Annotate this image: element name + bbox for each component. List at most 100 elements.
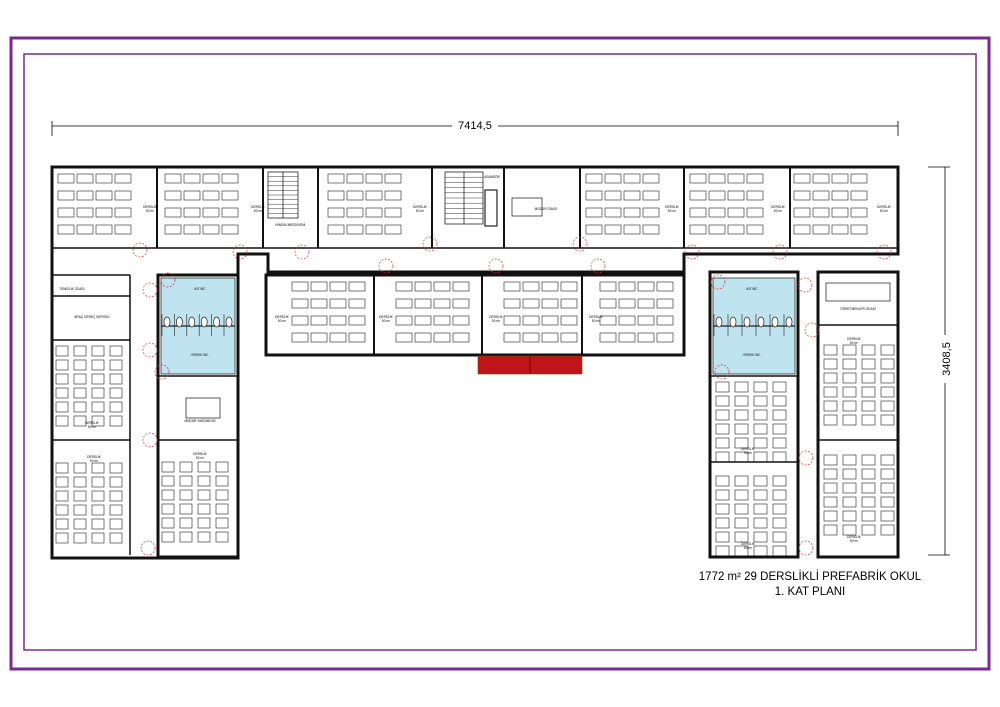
student-desk bbox=[114, 224, 132, 235]
student-desk bbox=[734, 423, 749, 435]
student-desk bbox=[414, 332, 432, 343]
student-desk bbox=[708, 173, 726, 184]
student-desk bbox=[753, 395, 768, 407]
student-desk bbox=[215, 489, 229, 501]
student-desk bbox=[861, 400, 876, 412]
student-desk bbox=[753, 381, 768, 393]
student-desk bbox=[73, 387, 87, 399]
student-desk bbox=[310, 298, 328, 309]
student-desk bbox=[503, 298, 521, 309]
student-desk bbox=[842, 468, 857, 480]
student-desk bbox=[365, 173, 383, 184]
student-desk bbox=[585, 207, 603, 218]
teachers-table bbox=[825, 282, 891, 302]
student-desk bbox=[599, 298, 617, 309]
student-desk bbox=[384, 224, 402, 235]
student-desk bbox=[823, 400, 838, 412]
student-desk bbox=[541, 332, 559, 343]
student-desk bbox=[861, 524, 876, 536]
student-desk bbox=[656, 298, 674, 309]
student-desk bbox=[91, 415, 105, 427]
student-desk bbox=[727, 190, 745, 201]
student-desk bbox=[179, 531, 193, 543]
room-label-teachers_room: ÖĞRETMENLER ODASI bbox=[840, 306, 876, 311]
width-dimension-label: 7414,5 bbox=[458, 120, 492, 132]
student-desk bbox=[772, 503, 787, 515]
plan-subtitle: 1. KAT PLANI bbox=[774, 586, 846, 598]
student-desk bbox=[715, 423, 730, 435]
student-desk bbox=[842, 524, 857, 536]
student-desk bbox=[452, 332, 470, 343]
student-desk bbox=[161, 531, 175, 543]
student-desk bbox=[541, 281, 559, 292]
width-dimension: 7414,5 bbox=[51, 119, 899, 136]
student-desk bbox=[715, 437, 730, 449]
student-desk bbox=[291, 332, 309, 343]
room-area-label: 50 m² bbox=[492, 319, 500, 323]
student-desk bbox=[179, 503, 193, 515]
student-desk bbox=[348, 315, 366, 326]
student-desk bbox=[414, 315, 432, 326]
student-desk bbox=[55, 345, 69, 357]
student-desk bbox=[76, 224, 94, 235]
student-desk bbox=[746, 173, 764, 184]
student-desk bbox=[734, 489, 749, 501]
student-desk bbox=[831, 173, 849, 184]
student-desk bbox=[772, 531, 787, 543]
student-desk bbox=[433, 281, 451, 292]
student-desk bbox=[842, 482, 857, 494]
student-desk bbox=[637, 298, 655, 309]
wc-fixture bbox=[200, 316, 208, 328]
room-label-toilet_wc: KIZ WC bbox=[746, 287, 758, 291]
student-desk bbox=[179, 475, 193, 487]
student-desk bbox=[76, 207, 94, 218]
door-swing bbox=[590, 258, 606, 274]
student-desk bbox=[753, 437, 768, 449]
student-desk bbox=[95, 173, 113, 184]
student-desk bbox=[164, 190, 182, 201]
student-desk bbox=[708, 190, 726, 201]
room-label-classroom: DERSLİK bbox=[741, 541, 756, 546]
student-desk bbox=[772, 437, 787, 449]
student-desk bbox=[109, 462, 123, 474]
student-desk bbox=[772, 545, 787, 557]
student-desk bbox=[221, 207, 239, 218]
student-desk bbox=[842, 454, 857, 466]
student-desk bbox=[599, 315, 617, 326]
student-desk bbox=[76, 190, 94, 201]
student-desk bbox=[880, 468, 895, 480]
student-desk bbox=[109, 490, 123, 502]
student-desk bbox=[715, 475, 730, 487]
student-desk bbox=[109, 345, 123, 357]
student-desk bbox=[689, 207, 707, 218]
student-desk bbox=[215, 461, 229, 473]
wc-fixture bbox=[785, 316, 793, 328]
student-desk bbox=[109, 415, 123, 427]
outer-frame bbox=[9, 36, 991, 671]
student-desk bbox=[585, 173, 603, 184]
student-desk bbox=[880, 524, 895, 536]
student-desk bbox=[109, 373, 123, 385]
student-desk bbox=[164, 173, 182, 184]
student-desk bbox=[715, 489, 730, 501]
student-desk bbox=[215, 517, 229, 529]
door-swing bbox=[294, 244, 310, 260]
room-area-label: 50 m² bbox=[416, 209, 424, 213]
student-desk bbox=[618, 298, 636, 309]
student-desk bbox=[109, 532, 123, 544]
student-desk bbox=[842, 414, 857, 426]
student-desk bbox=[823, 454, 838, 466]
door-swing bbox=[378, 258, 394, 274]
student-desk bbox=[793, 190, 811, 201]
room-label-classroom: DERSLİK bbox=[847, 534, 862, 539]
student-desk bbox=[831, 190, 849, 201]
student-desk bbox=[114, 207, 132, 218]
student-desk bbox=[73, 532, 87, 544]
student-desk bbox=[76, 173, 94, 184]
student-desk bbox=[91, 345, 105, 357]
student-desk bbox=[215, 475, 229, 487]
student-desk bbox=[734, 381, 749, 393]
student-desk bbox=[329, 332, 347, 343]
student-desk bbox=[221, 224, 239, 235]
student-desk bbox=[585, 224, 603, 235]
